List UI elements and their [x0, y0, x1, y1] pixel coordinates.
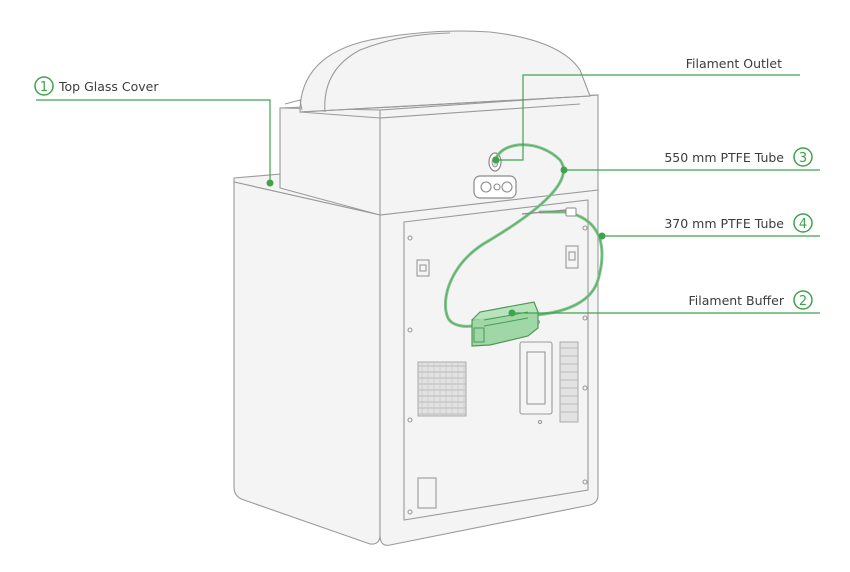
top-base [279, 94, 599, 216]
callout-label: 550 mm PTFE Tube [664, 150, 784, 165]
filament-buffer [471, 301, 539, 347]
callout-dot-370-tube [598, 232, 606, 240]
leader-lines [36, 74, 820, 317]
callout-label: Filament Buffer [689, 293, 785, 308]
callout-number: 2 [799, 294, 807, 309]
left-vent [417, 361, 467, 417]
callout-370-ptfe-tube: 370 mm PTFE Tube 4 [664, 213, 813, 233]
callout-filament-buffer: Filament Buffer 2 [689, 290, 813, 310]
ptfe-tubes [443, 143, 604, 328]
right-vent [559, 341, 579, 423]
callout-dot-top-glass-cover [266, 179, 274, 187]
printer-body [233, 167, 599, 546]
callout-label: Filament Outlet [686, 56, 782, 71]
callout-label: Top Glass Cover [58, 79, 159, 94]
callout-dot-filament-buffer [508, 309, 516, 317]
callout-550-ptfe-tube: 550 mm PTFE Tube 3 [664, 147, 813, 167]
callout-filament-outlet: Filament Outlet [686, 56, 782, 71]
top-glass-cover [284, 30, 591, 113]
filament-outlet-panel [473, 152, 517, 199]
callout-number: 3 [799, 151, 807, 166]
callout-number: 1 [40, 80, 48, 95]
callout-number: 4 [799, 217, 807, 232]
callout-label: 370 mm PTFE Tube [664, 216, 784, 231]
callout-top-glass-cover: 1 Top Glass Cover [34, 76, 159, 96]
callout-dot-filament-outlet [492, 156, 500, 164]
callout-dot-550-tube [560, 166, 568, 174]
